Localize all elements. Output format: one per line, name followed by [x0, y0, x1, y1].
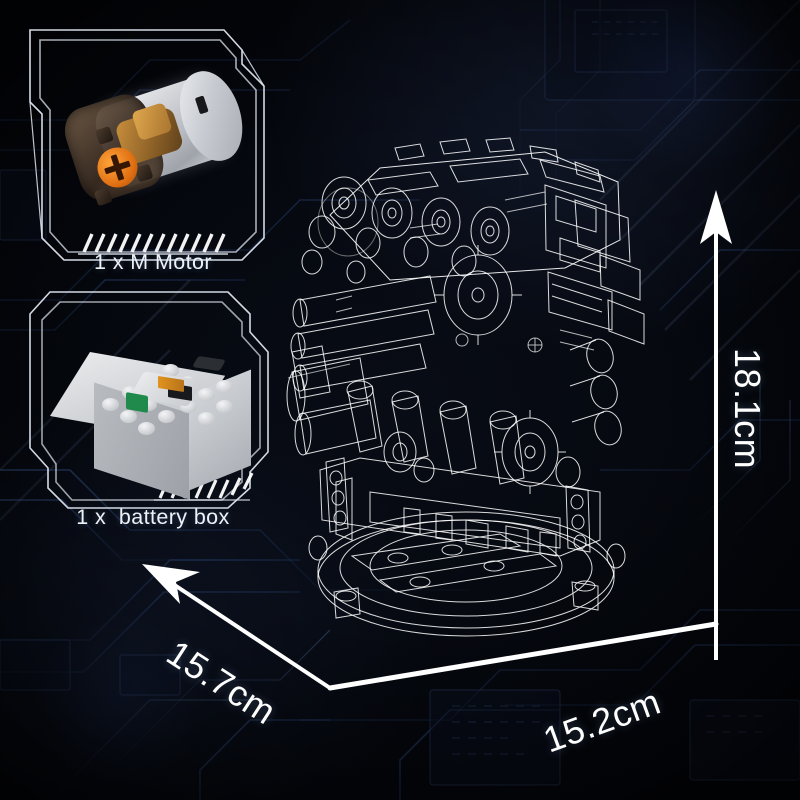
panel-label-battery: 1 x battery box — [76, 505, 230, 529]
spec-panel-battery — [28, 290, 278, 512]
dimension-label-height: 18.1cm — [727, 348, 768, 470]
spec-panel-motor — [28, 28, 278, 290]
panel-label-motor: 1 x M Motor — [94, 250, 212, 274]
battery-box-part — [50, 352, 270, 500]
panel-frame-motor — [29, 29, 265, 261]
panel-hatch-motor — [82, 233, 226, 253]
